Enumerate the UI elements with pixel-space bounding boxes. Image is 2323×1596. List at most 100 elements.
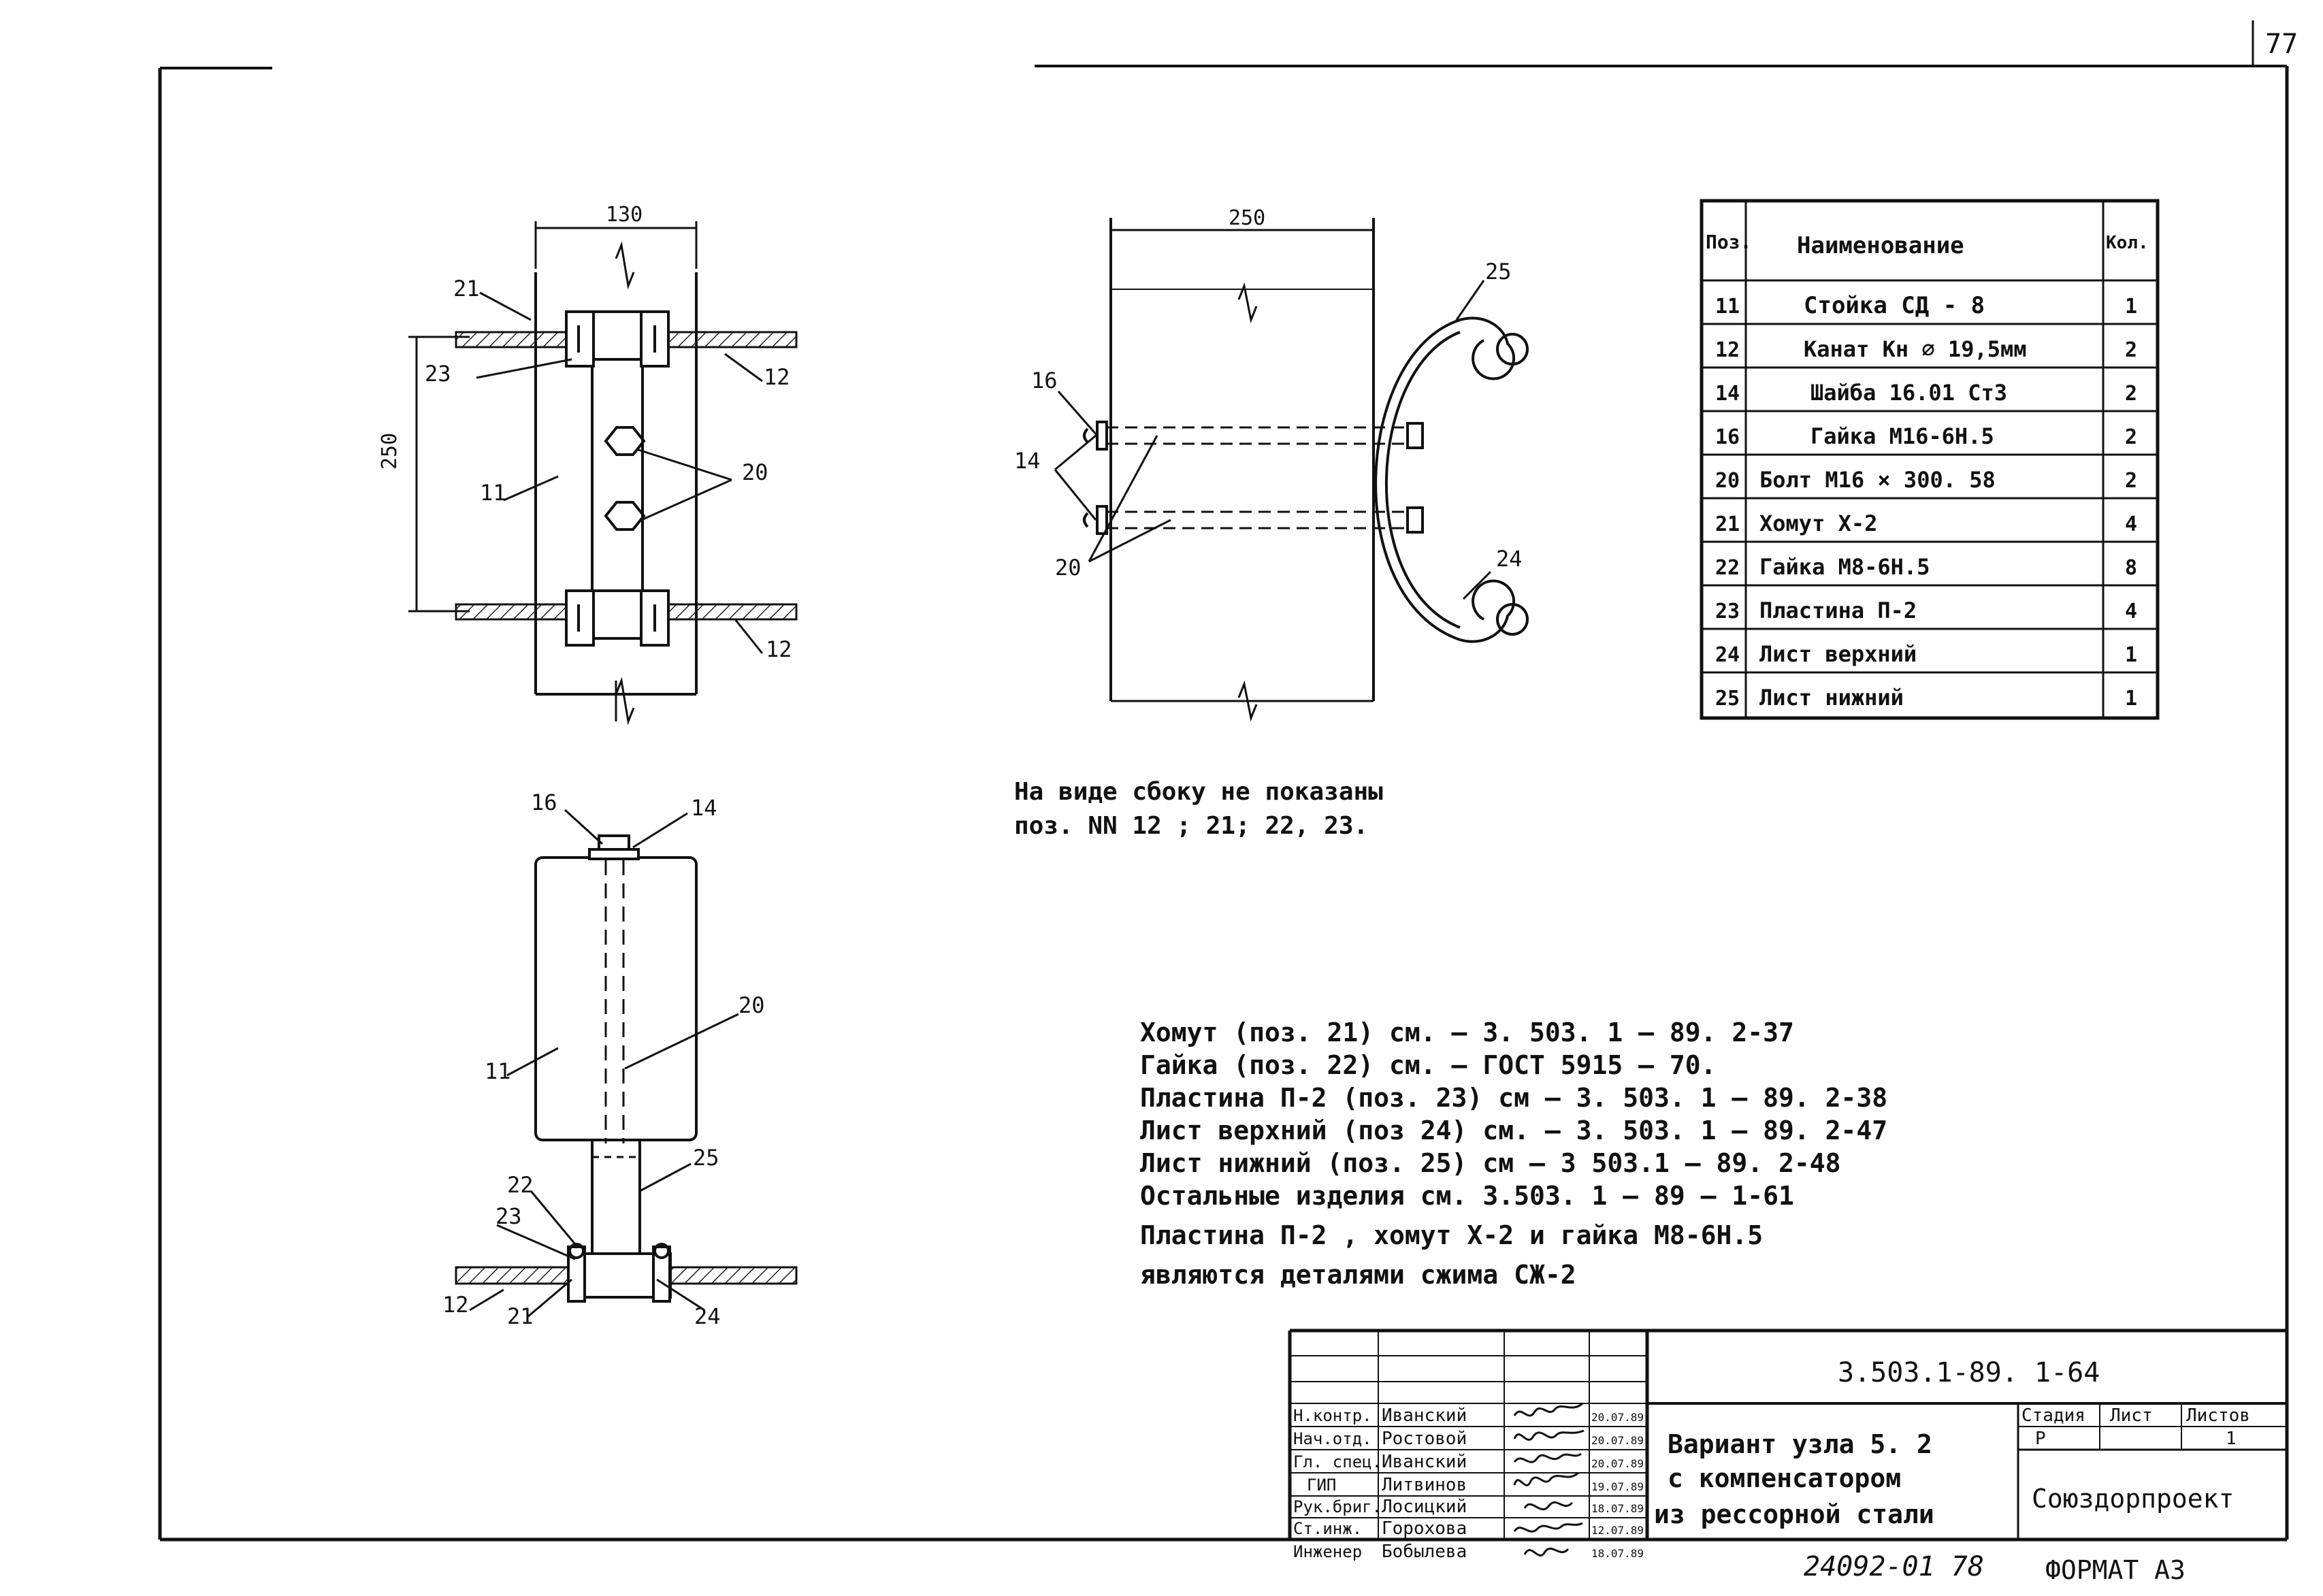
title-line-1: Вариант узла 5. 2 xyxy=(1668,1429,1932,1459)
callout-front-12b: 12 xyxy=(766,636,792,662)
sig-name: Литвинов xyxy=(1382,1475,1467,1495)
sheets-value: 1 xyxy=(2226,1429,2237,1449)
callout-bottom-12: 12 xyxy=(442,1292,469,1318)
note-line: Пластина П-2 (поз. 23) см – 3. 503. 1 – … xyxy=(1140,1083,1887,1113)
sig-role: ГИП xyxy=(1307,1476,1336,1495)
sig-date: 12.07.89 xyxy=(1591,1524,1644,1537)
spec-header-name: Наименование xyxy=(1797,232,1964,259)
callout-front-20: 20 xyxy=(742,459,768,485)
front-view xyxy=(408,221,798,726)
callout-front-11: 11 xyxy=(480,480,506,506)
spec-row-qty: 1 xyxy=(2125,687,2137,711)
sig-name: Иванский xyxy=(1382,1452,1467,1472)
sig-date: 18.07.89 xyxy=(1591,1502,1644,1515)
spec-row-pos: 16 xyxy=(1715,425,1740,449)
format-label: ФОРМАТ А3 xyxy=(2045,1555,2186,1585)
note-line: Пластина П-2 , хомут Х-2 и гайка М8-6Н.5 xyxy=(1140,1220,1763,1250)
spec-row-name: Болт М16 × 300. 58 xyxy=(1759,467,1996,493)
front-width-dim: 130 xyxy=(606,203,643,227)
spec-row-pos: 22 xyxy=(1715,556,1740,580)
spec-row-qty: 2 xyxy=(2125,382,2137,406)
spec-row-qty: 4 xyxy=(2125,512,2137,536)
callout-side-25: 25 xyxy=(1485,259,1512,284)
note-line: являются деталями сжима СЖ-2 xyxy=(1140,1260,1576,1290)
spec-row-pos: 14 xyxy=(1715,382,1740,406)
sig-role: Гл. спец. xyxy=(1293,1452,1382,1471)
spec-row-qty: 2 xyxy=(2125,425,2137,449)
sig-role: Ст.инж. xyxy=(1293,1519,1362,1538)
sig-role: Рук.бриг. xyxy=(1293,1497,1382,1516)
spec-row-qty: 2 xyxy=(2125,338,2137,362)
sig-name: Иванский xyxy=(1382,1405,1467,1426)
side-note-line-1: На виде сбоку не показаны xyxy=(1014,778,1383,806)
title-line-2: с компенсатором xyxy=(1668,1463,1901,1493)
spec-row-name: Гайка М16-6Н.5 xyxy=(1810,423,1994,449)
note-line: Лист нижний (поз. 25) см – 3 503.1 – 89.… xyxy=(1140,1148,1841,1178)
note-line: Остальные изделия см. 3.503. 1 – 89 – 1-… xyxy=(1140,1181,1794,1211)
sig-name: Ростовой xyxy=(1382,1429,1467,1449)
spec-table-rows: 11 Стойка СД - 8 1 12 Канат Кн ⌀ 19,5мм … xyxy=(1715,292,2137,711)
sig-name: Лосицкий xyxy=(1382,1497,1467,1517)
spec-row-pos: 21 xyxy=(1715,512,1740,536)
spec-row-name: Лист нижний xyxy=(1759,685,1904,711)
sig-role: Н.контр. xyxy=(1293,1406,1372,1425)
title-line-3: из рессорной стали xyxy=(1654,1499,1934,1529)
sig-name: Горохова xyxy=(1382,1518,1467,1539)
sig-role: Инженер xyxy=(1293,1542,1362,1561)
sheet-frame xyxy=(158,20,2289,1542)
stage-label: Стадия xyxy=(2021,1405,2085,1426)
sheet-label: Лист xyxy=(2110,1405,2153,1426)
spec-header-pos: Поз. xyxy=(1706,231,1751,253)
bottom-view xyxy=(455,809,798,1318)
spec-row-name: Канат Кн ⌀ 19,5мм xyxy=(1804,336,2027,362)
sig-date: 19.07.89 xyxy=(1591,1480,1644,1493)
callout-front-23: 23 xyxy=(425,361,451,387)
spec-row-qty: 4 xyxy=(2125,600,2137,623)
spec-row-pos: 11 xyxy=(1715,295,1740,319)
spec-row-name: Гайка М8-6Н.5 xyxy=(1759,554,1930,580)
sig-date: 20.07.89 xyxy=(1591,1457,1644,1470)
doc-code: 3.503.1-89. 1-64 xyxy=(1838,1357,2100,1388)
callout-bottom-22: 22 xyxy=(507,1172,534,1198)
handwritten-signatures xyxy=(1513,1402,1585,1557)
page-number: 77 xyxy=(2265,29,2298,60)
sig-date: 20.07.89 xyxy=(1591,1434,1644,1447)
sheets-label: Листов xyxy=(2186,1405,2250,1426)
callout-bottom-24: 24 xyxy=(694,1303,721,1329)
spec-row-qty: 8 xyxy=(2125,556,2137,580)
sig-role: Нач.отд. xyxy=(1293,1429,1372,1448)
note-line: Хомут (поз. 21) см. – 3. 503. 1 – 89. 2-… xyxy=(1140,1017,1794,1047)
front-height-dim: 250 xyxy=(378,433,402,470)
spec-row-pos: 24 xyxy=(1715,643,1740,667)
spec-row-pos: 12 xyxy=(1715,338,1740,362)
note-line: Гайка (поз. 22) см. – ГОСТ 5915 – 70. xyxy=(1140,1050,1716,1080)
callout-bottom-11: 11 xyxy=(485,1058,511,1084)
title-block-grid xyxy=(1288,1329,2287,1540)
callout-bottom-20: 20 xyxy=(738,992,765,1018)
stage-value: Р xyxy=(2035,1429,2046,1449)
spec-row-pos: 23 xyxy=(1715,600,1740,623)
notes-block: Хомут (поз. 21) см. – 3. 503. 1 – 89. 2-… xyxy=(1140,1017,1887,1290)
callout-bottom-23: 23 xyxy=(496,1203,522,1229)
spec-row-name: Шайба 16.01 Ст3 xyxy=(1810,380,2007,406)
callout-bottom-16: 16 xyxy=(531,789,557,815)
side-note-line-2: поз. NN 12 ; 21; 22, 23. xyxy=(1014,812,1368,840)
sig-name: Бобылева xyxy=(1382,1542,1467,1562)
callout-side-14: 14 xyxy=(1014,448,1041,474)
spec-row-qty: 2 xyxy=(2125,469,2137,493)
side-view xyxy=(1054,218,1529,722)
spec-table-grid xyxy=(1700,199,2160,720)
spec-header-qty: Кол. xyxy=(2106,233,2149,253)
callout-bottom-14: 14 xyxy=(691,795,717,821)
spec-row-name: Пластина П-2 xyxy=(1759,598,1917,623)
callout-side-24: 24 xyxy=(1496,546,1523,572)
spec-row-name: Стойка СД - 8 xyxy=(1804,292,1985,319)
callout-bottom-25: 25 xyxy=(693,1145,719,1171)
callout-side-16: 16 xyxy=(1031,368,1058,393)
callout-side-20: 20 xyxy=(1055,555,1082,581)
spec-row-pos: 25 xyxy=(1715,687,1740,711)
spec-row-name: Хомут Х-2 xyxy=(1759,510,1877,536)
bottom-code: 24092-01 78 xyxy=(1804,1551,1984,1582)
spec-row-pos: 20 xyxy=(1715,469,1740,493)
